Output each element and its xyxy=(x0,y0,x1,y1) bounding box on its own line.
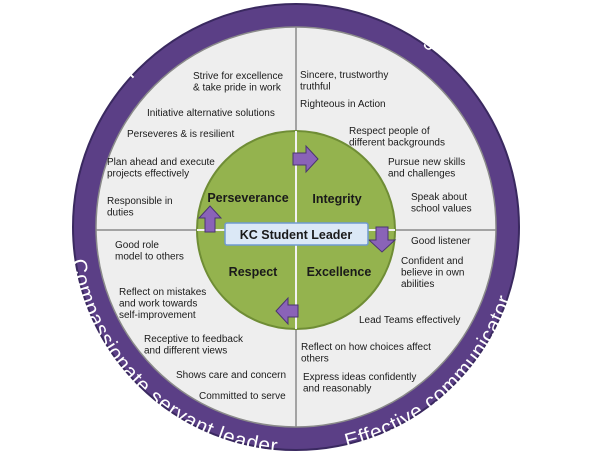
trait-text: Lead Teams effectively xyxy=(359,315,460,326)
trait-line: Reflect on how choices affect xyxy=(301,342,431,353)
center-label: KC Student Leader xyxy=(240,228,353,242)
trait-line: duties xyxy=(107,208,134,219)
trait-line: abilities xyxy=(401,279,434,290)
trait-line: Confident and xyxy=(401,256,463,267)
trait-line: Express ideas confidently xyxy=(303,372,416,383)
arrow-left-icon xyxy=(275,296,299,326)
value-respect: Respect xyxy=(229,265,278,279)
trait-line: truthful xyxy=(300,82,331,93)
trait-line: Good listener xyxy=(411,236,471,247)
value-integrity: Integrity xyxy=(312,192,361,206)
center-label-box xyxy=(224,222,369,246)
trait-line: and challenges xyxy=(388,169,455,180)
trait-line: believe in own xyxy=(401,268,464,279)
trait-line: Righteous in Action xyxy=(300,99,386,110)
trait-line: Initiative alternative solutions xyxy=(147,108,275,119)
trait-line: different backgrounds xyxy=(349,138,445,149)
trait-line: Pursue new skills xyxy=(388,157,465,168)
trait-line: and reasonably xyxy=(303,384,371,395)
trait-line: and different views xyxy=(144,346,227,357)
trait-text: Strive for excellence& take pride in wor… xyxy=(193,71,283,94)
arrow-up-icon xyxy=(197,205,223,233)
trait-line: others xyxy=(301,354,329,365)
trait-line: Plan ahead and execute xyxy=(107,157,215,168)
trait-line: and work towards xyxy=(119,299,197,310)
trait-line: Sincere, trustworthy xyxy=(300,70,388,81)
trait-line: Committed to serve xyxy=(199,391,286,402)
trait-line: Reflect on mistakes xyxy=(119,287,206,298)
value-perseverance: Perseverance xyxy=(207,191,288,205)
quadrant-top-left-traits: Strive for excellence& take pride in wor… xyxy=(107,71,283,219)
trait-line: school values xyxy=(411,204,472,215)
trait-line: Lead Teams effectively xyxy=(359,315,460,326)
trait-line: model to others xyxy=(115,252,184,263)
arrow-right-icon xyxy=(292,144,319,174)
trait-text: Good listener xyxy=(411,236,471,247)
trait-line: Strive for excellence xyxy=(193,71,283,82)
trait-line: Perseveres & is resilient xyxy=(127,129,234,140)
trait-line: Responsible in xyxy=(107,196,173,207)
trait-text: Perseveres & is resilient xyxy=(127,129,234,140)
trait-line: Receptive to feedback xyxy=(144,334,244,345)
arrow-down-icon xyxy=(367,226,397,253)
value-excellence: Excellence xyxy=(307,265,372,279)
trait-text: Committed to serve xyxy=(199,391,286,402)
trait-line: Speak about xyxy=(411,192,467,203)
trait-text: Righteous in Action xyxy=(300,99,386,110)
trait-text: Shows care and concern xyxy=(176,370,286,381)
trait-line: projects effectively xyxy=(107,169,189,180)
trait-line: Respect people of xyxy=(349,126,430,137)
trait-line: Good role xyxy=(115,240,159,251)
trait-line: Shows care and concern xyxy=(176,370,286,381)
trait-text: Initiative alternative solutions xyxy=(147,108,275,119)
trait-line: & take pride in work xyxy=(193,83,282,94)
trait-line: self-improvement xyxy=(119,310,196,321)
